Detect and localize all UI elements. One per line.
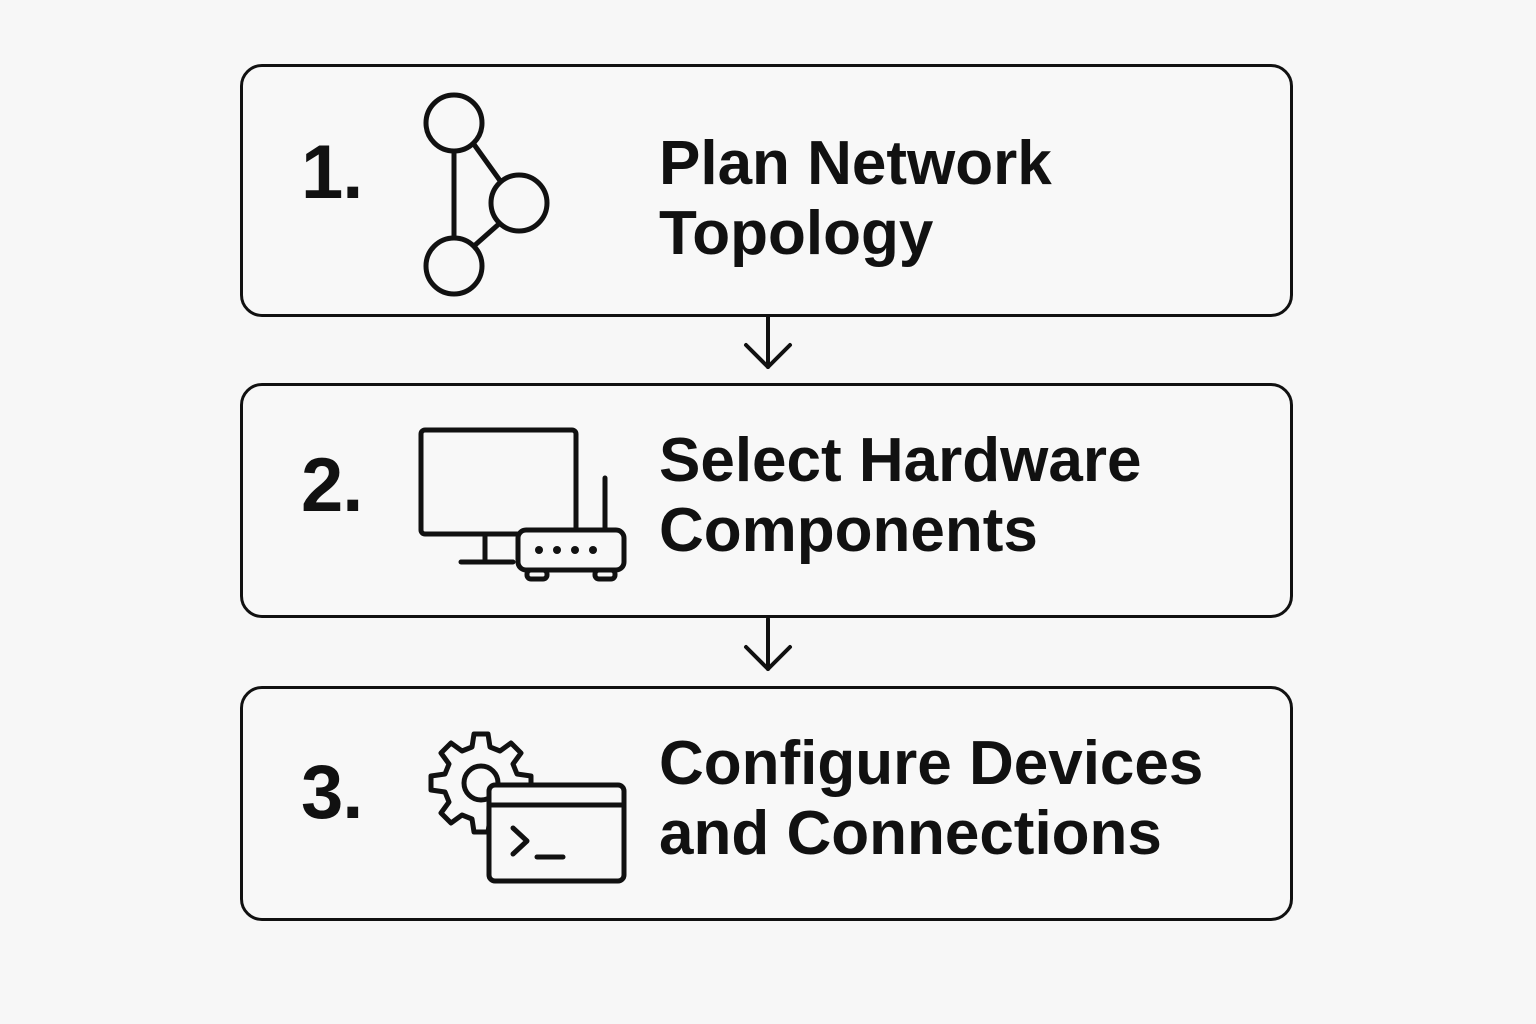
step-title-line: Configure Devices [659,729,1204,798]
down-arrow-icon [744,315,792,369]
step-title: Configure Devices and Connections [659,729,1203,869]
step-title-line: Components [659,496,1038,565]
network-topology-icon [423,92,550,297]
step-1-box: 1. Plan Network Topology [240,64,1293,317]
step-number: 3. [301,750,363,835]
step-2-box: 2. Select Hardware Components [240,383,1293,618]
step-title: Plan Network Topology [659,129,1052,269]
step-title-line: Plan Network [659,129,1052,198]
step-3-box: 3. Configure Devices and Connections [240,686,1293,921]
step-title: Select Hardware Components [659,426,1141,566]
computer-router-icon [418,427,627,582]
step-title-line: and Connections [659,799,1162,868]
step-title-line: Topology [659,199,934,268]
step-number: 1. [301,130,363,215]
step-number: 2. [301,443,363,528]
step-title-line: Select Hardware [659,426,1142,495]
down-arrow-icon [744,617,792,671]
gear-terminal-icon [428,731,627,884]
